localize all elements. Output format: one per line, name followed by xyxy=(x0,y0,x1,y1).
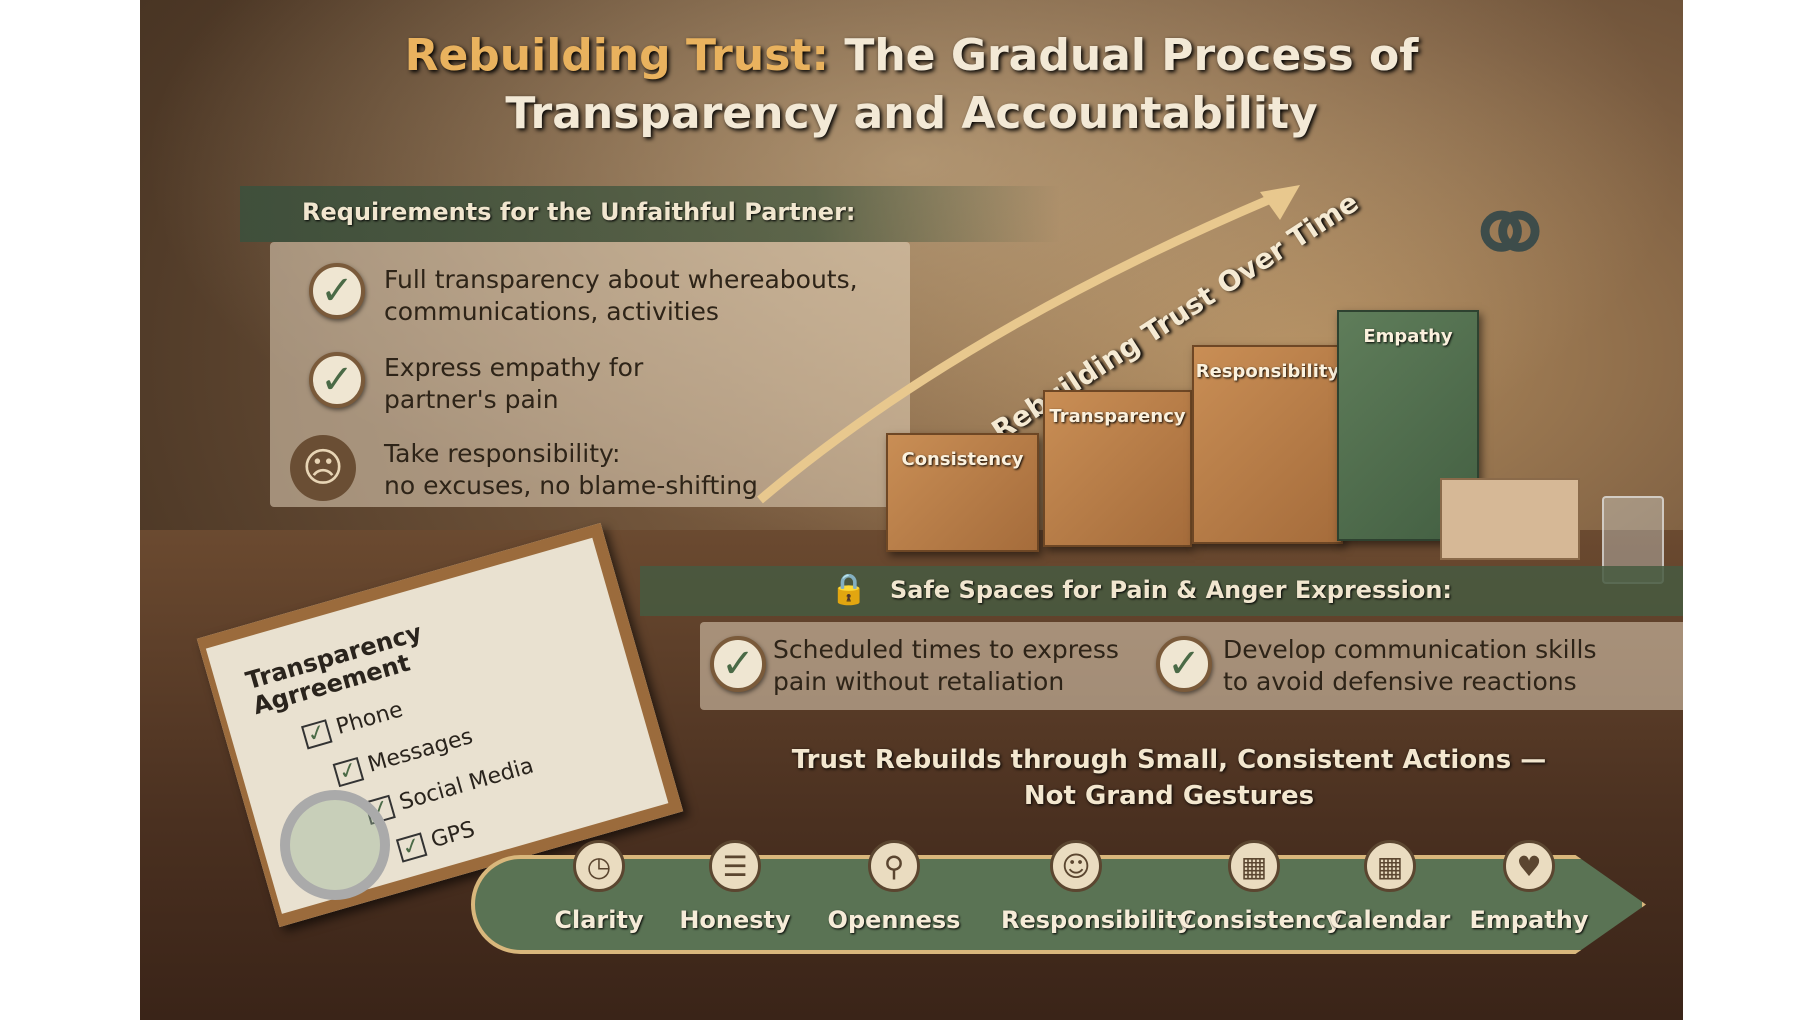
clock-icon: ◷ xyxy=(573,840,625,892)
banner-item-responsibility: ☺ Responsibility xyxy=(1001,840,1193,934)
banner-item-clarity: ◷ Clarity xyxy=(524,840,674,934)
check-icon: ✓ xyxy=(710,636,766,692)
banner-item-calendar: ▦ Calendar xyxy=(1315,840,1465,934)
check-icon: ✓ xyxy=(309,352,365,408)
banner-item-openness: ⚲ Openness xyxy=(819,840,969,934)
check-icon: ✓ xyxy=(1156,636,1212,692)
banner-item-consistency: ▦ Consistency xyxy=(1179,840,1342,934)
requirements-band xyxy=(240,186,1060,242)
requirement-1: Full transparency about whereabouts,comm… xyxy=(384,265,858,326)
banner-item-honesty: ☰ Honesty xyxy=(660,840,810,934)
banner-label: Clarity xyxy=(554,906,644,934)
remorseful-person-icon: ☹ xyxy=(290,435,356,501)
safe-spaces-heading: Safe Spaces for Pain & Anger Expression: xyxy=(890,576,1453,604)
couple-illustration: ⚭ xyxy=(1459,165,1561,304)
banner-label: Responsibility xyxy=(1001,906,1193,934)
banner-label: Consistency xyxy=(1179,906,1342,934)
requirement-3: Take responsibility:no excuses, no blame… xyxy=(384,439,758,500)
magnifier-map-icon xyxy=(280,790,390,900)
step-transparency: Transparency xyxy=(1043,390,1192,547)
banner-label: Openness xyxy=(827,906,961,934)
infographic: Rebuilding Trust: The Gradual Process of… xyxy=(140,0,1683,1020)
banner-item-empathy: ♥ Empathy xyxy=(1454,840,1604,934)
title-line-1: Rebuilding Trust: The Gradual Process of xyxy=(404,30,1419,81)
trust-arrow xyxy=(757,185,1300,504)
banner-label: Empathy xyxy=(1469,906,1589,934)
lock-icon: 🔒 xyxy=(830,572,868,607)
clipboard-item: ✓GPS xyxy=(395,817,478,863)
requirements-heading: Requirements for the Unfaithful Partner: xyxy=(302,198,856,226)
safe-spaces-band xyxy=(640,566,1683,616)
tagline: Trust Rebuilds through Small, Consistent… xyxy=(791,745,1547,811)
clipboard-item: ✓Phone xyxy=(300,697,406,750)
head-icon: ☺ xyxy=(1050,840,1102,892)
heart-hands-icon: ♥ xyxy=(1503,840,1555,892)
title-line-2: Transparency and Accountability xyxy=(505,88,1318,139)
calendar-check-icon: ▦ xyxy=(1228,840,1280,892)
speech-bubbles-icon: ☰ xyxy=(709,840,761,892)
step-consistency: Consistency xyxy=(886,433,1039,552)
step-responsibility: Responsibility xyxy=(1192,345,1343,544)
calendar-icon: ▦ xyxy=(1364,840,1416,892)
tissue-box xyxy=(1440,478,1580,560)
magnifier-icon: ⚲ xyxy=(868,840,920,892)
banner-label: Calendar xyxy=(1329,906,1451,934)
check-icon: ✓ xyxy=(309,263,365,319)
banner-label: Honesty xyxy=(679,906,791,934)
